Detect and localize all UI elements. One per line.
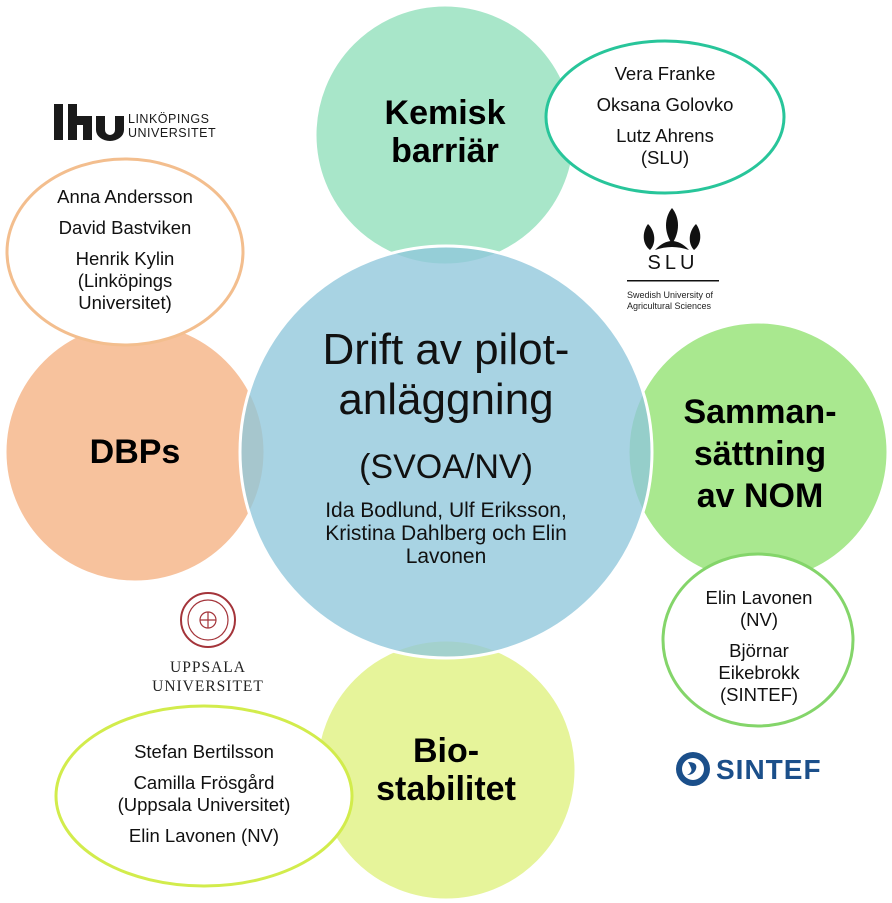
person-name: Anna Andersson (57, 186, 193, 207)
affiliation: (Uppsala Universitet) (117, 794, 291, 815)
affiliation: (Linköpings (77, 270, 173, 291)
person-name: David Bastviken (58, 217, 192, 238)
samman-title-line3: av NOM (696, 477, 824, 515)
person-name: Björnar (729, 640, 789, 661)
person-name: Camilla Frösgård (133, 772, 275, 793)
liu-logo: LINKÖPINGS UNIVERSITET (128, 112, 216, 140)
uppsala-seal-icon (180, 592, 236, 648)
person-name: Oksana Golovko (596, 94, 734, 115)
samman-people-ellipse (661, 552, 855, 728)
center-circle (238, 244, 654, 660)
kemisk-barriar-title: Kemisk barriär (365, 94, 525, 170)
center-title-line1: Drift av pilot- (322, 325, 570, 374)
uppsala-logo: UPPSALA UNIVERSITET (150, 658, 266, 696)
dbps-title: DBPs (89, 433, 181, 471)
samman-title-line1: Samman- (683, 393, 837, 431)
affiliation: (SLU) (640, 147, 690, 168)
bio-title-line1: Bio- (412, 732, 480, 770)
slu-logo-icon (627, 208, 719, 282)
bio-people-list: Stefan Bertilsson Camilla Frösgård (Upps… (70, 741, 338, 847)
kemisk-people-ellipse (544, 39, 786, 195)
person-name: Stefan Bertilsson (134, 741, 274, 762)
person-name: Eikebrokk (718, 662, 800, 683)
uppsala-logo-line2: UNIVERSITET (152, 678, 264, 695)
person-name: Lutz Ahrens (616, 125, 714, 146)
bio-title-line2: stabilitet (376, 770, 516, 808)
dbps-people-list: Anna Andersson David Bastviken Henrik Ky… (20, 186, 230, 314)
kemisk-title-line2: barriär (391, 132, 499, 170)
biostabilitet-title: Bio- stabilitet (356, 732, 536, 808)
person-name: Elin Lavonen (705, 587, 813, 608)
center-subtitle: (SVOA/NV) (359, 448, 533, 486)
center-names-line3: Lavonen (405, 545, 487, 568)
slu-logo-name: SLU (647, 252, 699, 274)
slu-logo-line1: Swedish University of (627, 290, 714, 300)
slu-logo-line2: Agricultural Sciences (627, 301, 712, 311)
kemisk-title-line1: Kemisk (384, 94, 506, 132)
center-names-line1: Ida Bodlund, Ulf Eriksson, (325, 499, 567, 522)
bio-people-ellipse (54, 704, 354, 888)
affiliation: (SINTEF) (719, 684, 799, 705)
samman-people-list: Elin Lavonen (NV) Björnar Eikebrokk (SIN… (673, 587, 845, 706)
liu-logo-line2: UNIVERSITET (128, 126, 217, 140)
person-name: Henrik Kylin (75, 248, 175, 269)
affiliation: Universitet) (78, 292, 172, 313)
person-name: Elin Lavonen (NV) (128, 825, 280, 846)
uppsala-logo-line1: UPPSALA (170, 659, 246, 676)
dbps-people-ellipse (5, 157, 245, 347)
person-name: Vera Franke (614, 63, 716, 84)
sammansattning-title: Samman- sättning av NOM (660, 391, 860, 517)
center-names-line2: Kristina Dahlberg och Elin (325, 522, 567, 545)
center-title-line2: anläggning (338, 375, 554, 424)
slu-logo-tagline: Swedish University of Agricultural Scien… (627, 290, 713, 312)
samman-title-line2: sättning (693, 435, 827, 473)
affiliation: (NV) (739, 609, 779, 630)
liu-logo-icon (54, 104, 124, 141)
liu-logo-line1: LINKÖPINGS (128, 112, 210, 126)
kemisk-people-list: Vera Franke Oksana Golovko Lutz Ahrens (… (560, 63, 770, 169)
sintef-logo-icon (676, 752, 710, 786)
center-content: Drift av pilot- anläggning (SVOA/NV) Ida… (276, 325, 616, 568)
sintef-logo-name: SINTEF (716, 754, 822, 785)
